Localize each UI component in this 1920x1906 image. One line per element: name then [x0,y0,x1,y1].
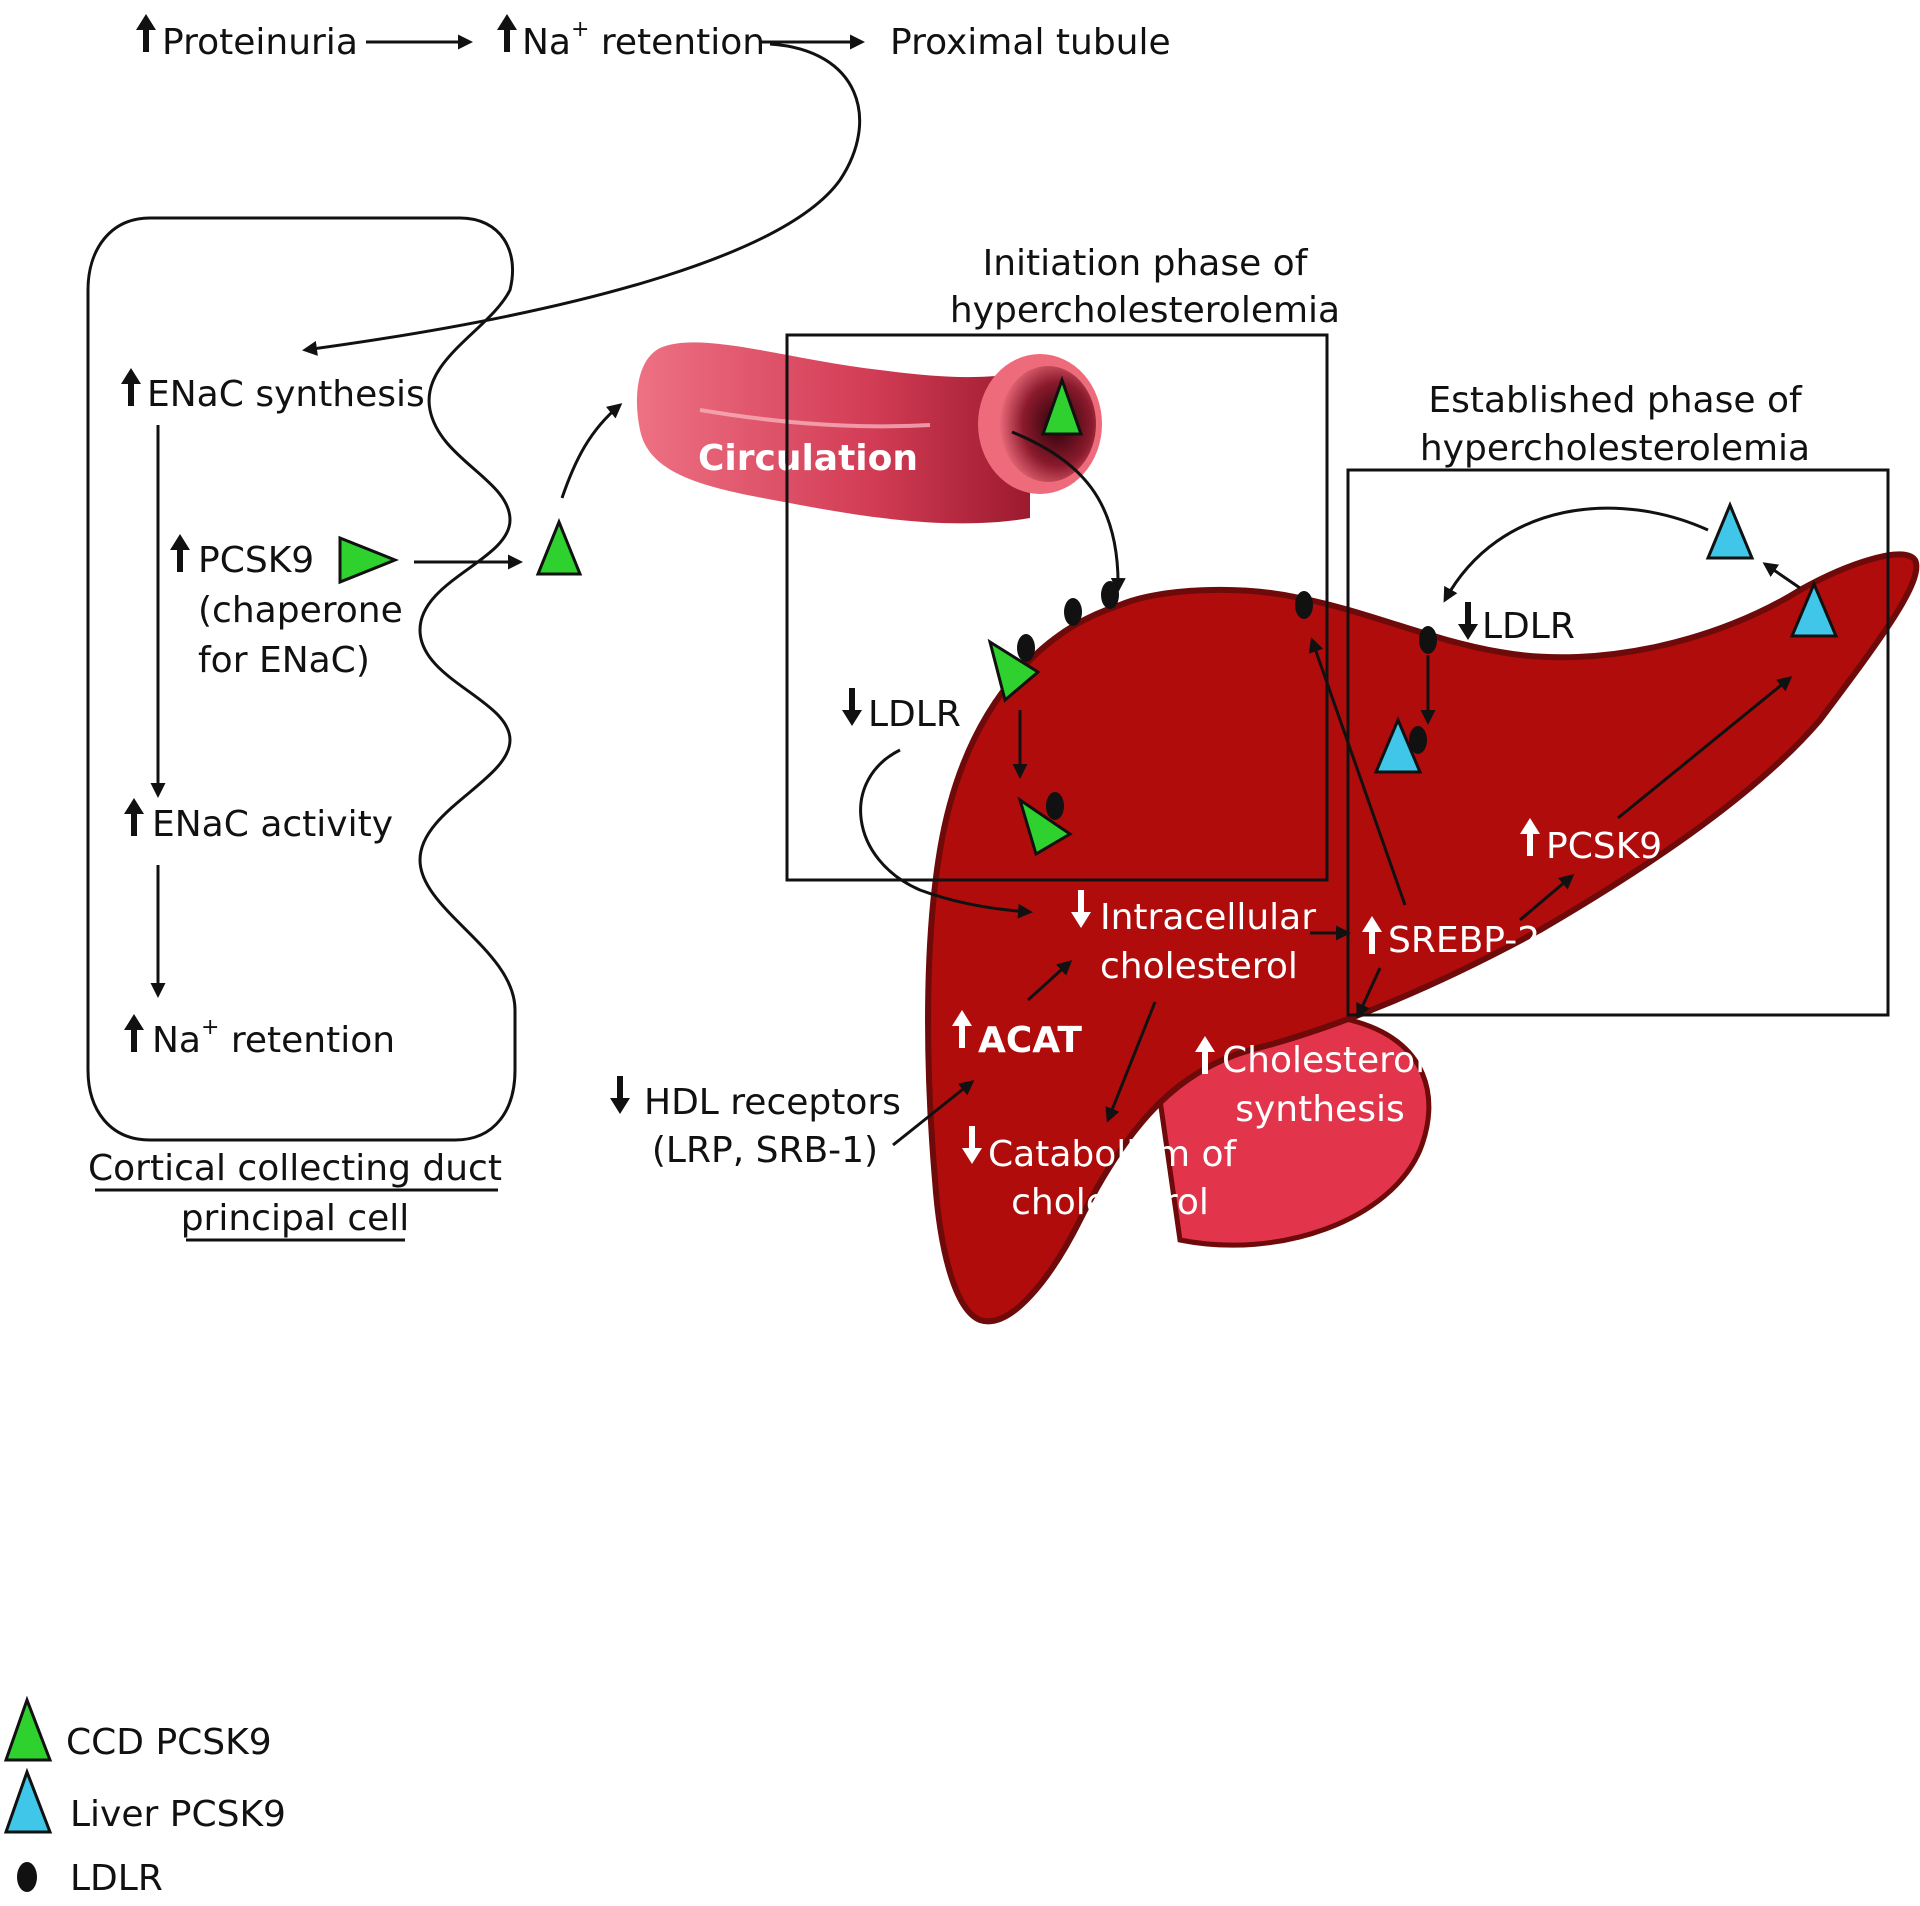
intracellular-label-2: cholesterol [1100,946,1298,987]
arrow-pcsk9-to-secretion [1617,676,1793,820]
arrow-to-enac-synthesis [302,42,862,356]
legend-ldlr-label: LDLR [70,1858,163,1899]
bound-ccd-pcsk9-icon [987,638,1041,703]
up-arrow-icon [136,14,156,52]
legend-ccd-label: CCD PCSK9 [66,1722,272,1763]
intracellular-label-1: Intracellular [1100,897,1316,938]
principal-cell: ENaC synthesis PCSK9 (chaperone for ENaC… [86,216,517,1242]
up-arrow-icon [170,534,190,572]
arrow-acat-to-intracellular [1026,959,1073,1002]
liver-pcsk9-label: PCSK9 [1546,826,1662,867]
initiation-title-1: Initiation phase of [983,243,1309,284]
ldlr-receptor-icon [1419,626,1437,654]
initiation-ldlr-label: LDLR [868,694,961,735]
up-arrow-icon [124,1014,144,1052]
arrow-secretion [1762,562,1801,590]
down-arrow-icon [842,688,862,726]
down-arrow-icon [610,1076,630,1114]
internalized-liver-pcsk9-icon [1373,716,1423,774]
ldlr-receptor-icon [1017,634,1035,662]
liver-pathway: Intracellular cholesterol SREBP-2 PCSK9 … [952,637,1793,1223]
vessel-highlight [699,408,931,429]
synthesis-label-1: Cholesterol [1222,1040,1425,1081]
liver-pcsk9-secreted-icon [1789,580,1839,638]
initiation-phase: Initiation phase of hypercholesterolemia… [785,243,1340,919]
ldlr-internalized-icon [1409,726,1427,754]
arrow-srebp-to-pcsk9 [1519,874,1575,922]
enac-activity-label: ENaC activity [152,804,393,845]
up-arrow-icon [121,368,141,406]
na-retention-cell-label: Na+ retention [152,1015,395,1061]
initiation-title-2: hypercholesterolemia [950,290,1340,331]
ldlr-receptor-icon [1295,591,1313,619]
arrow-srebp-to-synthesis [1356,967,1382,1019]
arrow-pcsk9-to-ldlr [1443,506,1709,603]
vessel-body [636,342,1030,524]
proximal-tubule-label: Proximal tubule [890,22,1171,63]
circulation-vessel: Circulation [636,342,1102,524]
liver [925,551,1920,1325]
top-chain: Proteinuria Na+ retention Proximal tubul… [136,14,1171,356]
initiation-box [785,333,1329,882]
legend: CCD PCSK9 Liver PCSK9 LDLR [3,1695,286,1899]
hdl-receptors: HDL receptors (LRP, SRB-1) [610,1076,975,1171]
arrow-to-circulation [560,403,623,499]
proteinuria-label: Proteinuria [162,22,358,63]
hdl-label-1: HDL receptors [644,1082,901,1123]
legend-ccd-pcsk9-icon [3,1695,53,1762]
secreted-ccd-pcsk9-icon [535,517,583,576]
arrow-srebp-to-ldlr [1308,637,1407,906]
cell-caption-1: Cortical collecting duct [88,1148,502,1189]
legend-ldlr-icon [17,1862,37,1892]
ldlr-receptor-icon [1064,598,1082,626]
srebp2-label: SREBP-2 [1388,920,1540,961]
arrow-hdl-to-acat [892,1080,975,1147]
cell-caption-2: principal cell [181,1198,410,1239]
catabolism-label-2: cholesterol [1011,1182,1209,1223]
na-retention-top-label: Na+ retention [522,17,765,63]
circulation-label: Circulation [698,438,918,479]
arrow-intracellular-to-catabolism [1105,1001,1157,1123]
established-title-1: Established phase of [1428,380,1803,421]
up-arrow-icon [497,14,517,52]
ldlr-internalized-icon [1046,792,1064,820]
cell-pcsk9-label: PCSK9 [198,540,314,581]
catabolism-label-1: Catabolism of [988,1134,1238,1175]
chaperone-label-1: (chaperone [198,590,403,631]
acat-label: ACAT [978,1020,1082,1061]
legend-liver-label: Liver PCSK9 [70,1794,286,1835]
chaperone-label-2: for ENaC) [198,640,370,681]
established-phase: Established phase of hypercholesterolemi… [1346,380,1890,1017]
ldlr-receptor-icon [1101,581,1119,609]
arrow-ldlr-to-intracellular [859,748,1033,919]
up-arrow-icon [124,798,144,836]
established-title-2: hypercholesterolemia [1420,428,1810,469]
cell-membrane [86,216,517,1142]
ccd-pcsk9-triangle-icon [338,535,400,585]
internalized-ccd-pcsk9-icon [1017,796,1073,857]
circulating-ccd-pcsk9-icon [1040,375,1084,436]
enac-synthesis-label: ENaC synthesis [147,374,425,415]
synthesis-label-2: synthesis [1235,1089,1404,1130]
liver-pcsk9-triangle-icon [1705,501,1755,560]
hdl-label-2: (LRP, SRB-1) [652,1130,878,1171]
liver-body [925,551,1920,1325]
legend-liver-pcsk9-icon [3,1767,53,1834]
down-arrow-icon [1458,602,1478,640]
established-ldlr-label: LDLR [1482,606,1575,647]
arrow-circulation-to-ldlr [1011,430,1126,593]
